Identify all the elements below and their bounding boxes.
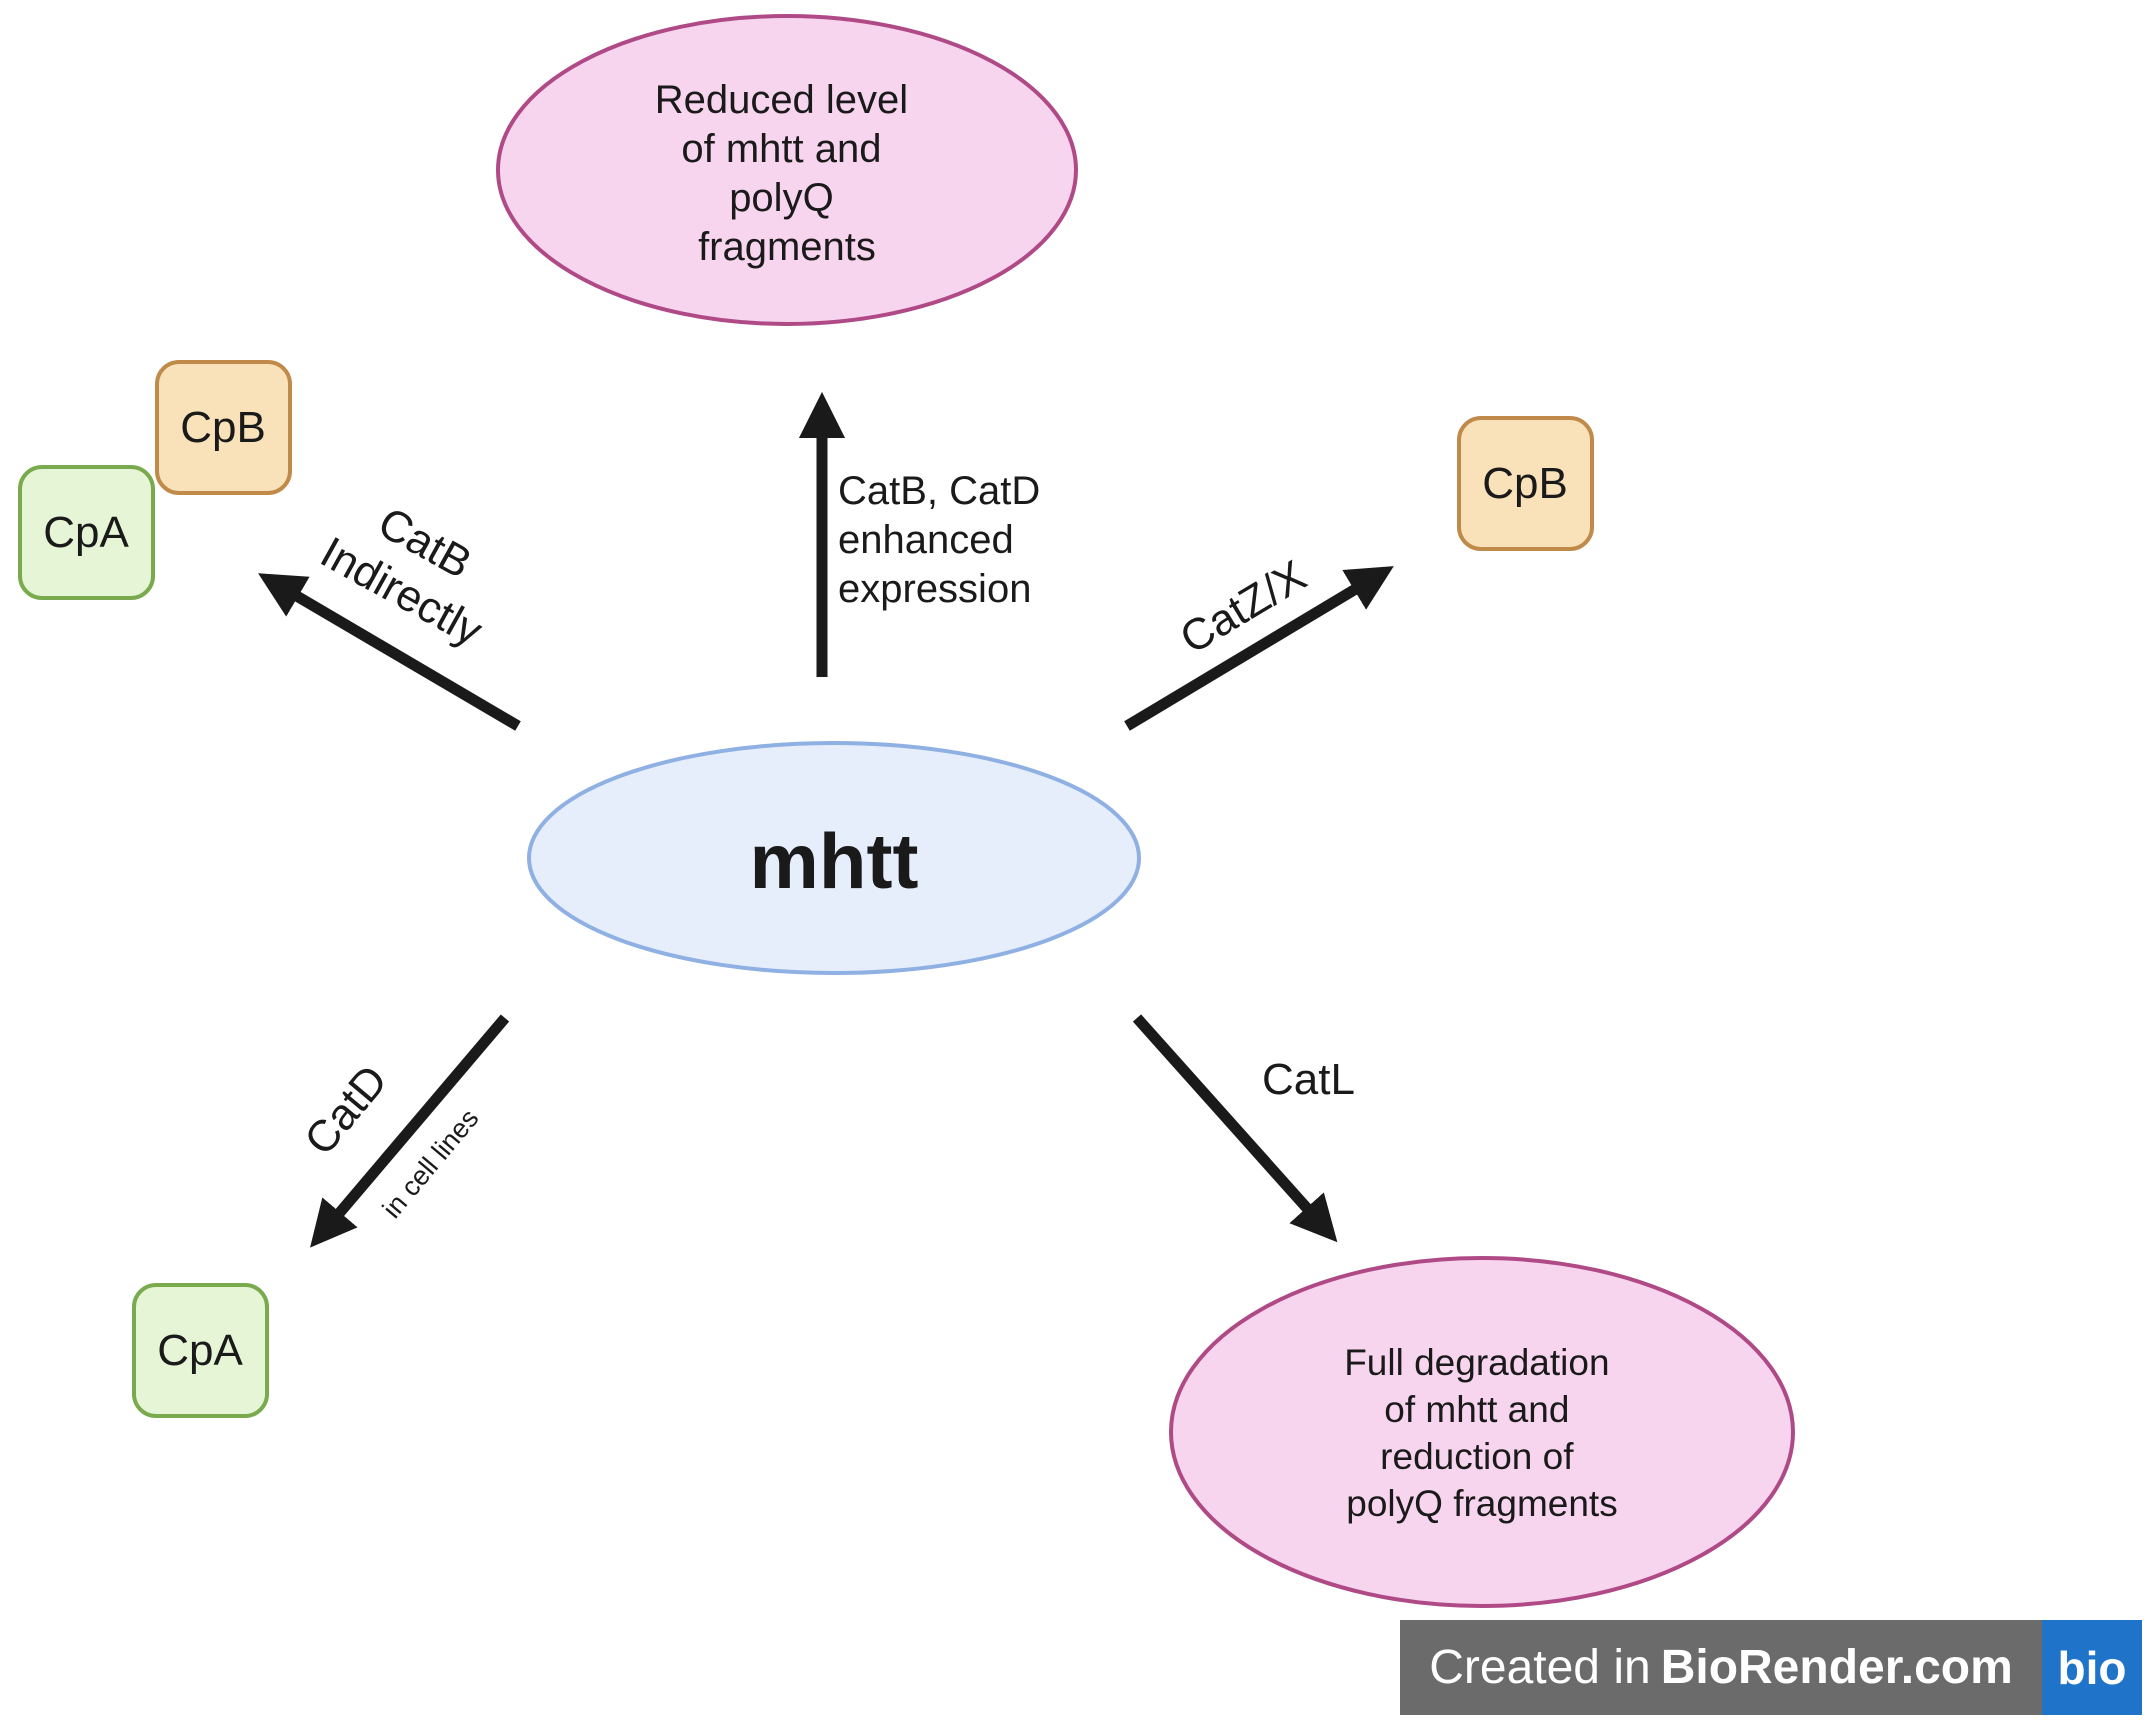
bottom-outcome-line: Full degradation (1344, 1342, 1609, 1383)
arrow-up-label-line: enhanced (838, 518, 1014, 562)
mhtt-ellipse (527, 741, 1141, 975)
bottom-outcome-ellipse (1169, 1256, 1795, 1608)
cpb-label-top-right: CpB (1482, 459, 1568, 508)
cpb-box-top-left (155, 360, 292, 495)
bottom-outcome-line: reduction of (1380, 1436, 1574, 1477)
top-outcome-ellipse (496, 14, 1078, 326)
top-outcome-line: polyQ (729, 176, 834, 220)
arrow-lower-left-label: CatD (295, 1056, 397, 1164)
top-outcome-line: fragments (698, 225, 876, 269)
mhtt-label: mhtt (750, 817, 919, 905)
arrow-lower-left-note: in cell lines (377, 1103, 485, 1223)
arrow-up-label-line: CatB, CatD (838, 469, 1040, 513)
arrow-lower-left (310, 1014, 510, 1248)
arrow-upper-right-label: CatZ/X (1172, 551, 1315, 664)
arrow-lower-right (1132, 1014, 1338, 1243)
arrow-up-label: CatB, CatD enhanced expression (838, 469, 1051, 611)
watermark-brand: BioRender.com (1660, 1641, 2013, 1694)
top-outcome-line: Reduced level (655, 78, 909, 122)
cpa-box-bottom-left (132, 1283, 269, 1418)
arrow-upper-right (1124, 566, 1394, 731)
cpb-label-top-left: CpB (180, 403, 266, 452)
watermark-prefix: Created in (1429, 1641, 1651, 1694)
top-outcome-text: Reduced level of mhtt and polyQ fragment… (655, 78, 920, 269)
arrow-lower-right-label: CatL (1262, 1055, 1355, 1104)
arrow-up-label-line: expression (838, 567, 1031, 611)
cpb-box-top-right (1457, 416, 1594, 551)
cpa-label-top-left: CpA (43, 508, 129, 557)
watermark-text: Created in BioRender.com (1400, 1620, 2042, 1715)
biorender-watermark: Created in BioRender.com bio (1400, 1620, 2142, 1715)
cpa-label-bottom-left: CpA (157, 1326, 243, 1375)
bottom-outcome-text: Full degradation of mhtt and reduction o… (1344, 1342, 1620, 1524)
top-outcome-line: of mhtt and (681, 127, 881, 171)
arrow-upper-left (258, 573, 521, 731)
bottom-outcome-line: polyQ fragments (1346, 1483, 1617, 1524)
bottom-outcome-line: of mhtt and (1384, 1389, 1569, 1430)
biorender-logo-icon: bio (2042, 1620, 2142, 1715)
cpa-box-top-left (18, 465, 155, 600)
